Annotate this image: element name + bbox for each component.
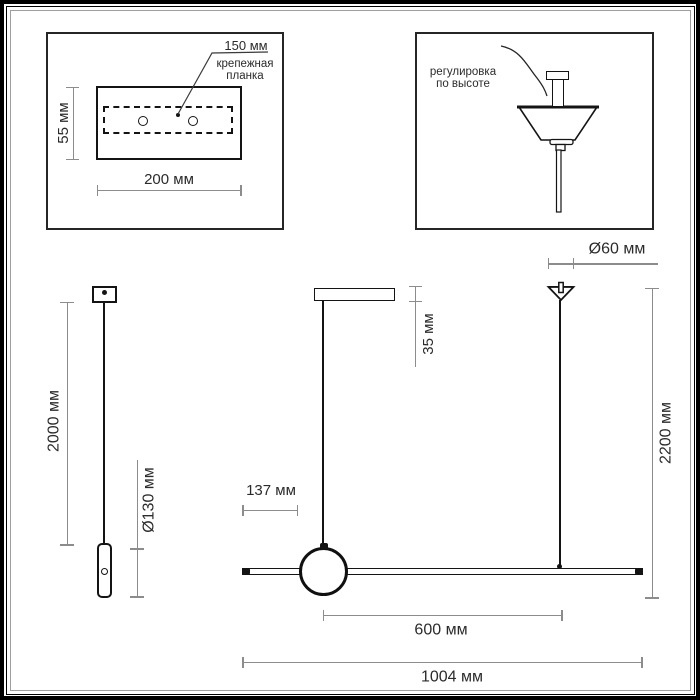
front-ceiling-plate xyxy=(314,288,395,301)
lamp-ring xyxy=(299,546,348,596)
dim-130-tick-top xyxy=(130,548,144,550)
dim-137-line xyxy=(242,509,297,511)
leader-curve-adjustment xyxy=(500,45,548,97)
dim-55-tick-bottom xyxy=(66,158,79,160)
screw-hole-right xyxy=(188,115,198,126)
dim-1004-tick-right xyxy=(641,656,643,668)
height-adjustment-note-line2: по высоте xyxy=(436,78,490,90)
dim-200-line xyxy=(97,189,241,191)
dim-130-line xyxy=(136,460,138,597)
dim-1004-label: 1004 мм xyxy=(420,668,484,686)
dim-2200-tick-bottom xyxy=(644,597,659,599)
dim-55-line xyxy=(72,87,74,159)
dim-60-tick-left xyxy=(547,258,550,269)
dim-35-tick-top xyxy=(408,285,422,287)
height-adjustment-note-line1: регулировка xyxy=(429,65,497,78)
dim-2000-line xyxy=(66,302,68,545)
mounting-plate-caption: крепежная планка xyxy=(217,58,274,82)
adjuster-stem xyxy=(551,78,564,107)
dim-2000-label: 2000 мм xyxy=(45,389,63,453)
dim-130-label: Ø130 мм xyxy=(140,467,158,533)
leader-anchor-dot xyxy=(175,112,180,117)
lamp-bar-endcap-right xyxy=(635,567,643,575)
canopy-detail-drawing xyxy=(517,105,599,213)
dim-60-label: Ø60 мм xyxy=(588,240,646,258)
dim-130-tick-bottom xyxy=(130,596,144,598)
dim-137-tick-right xyxy=(296,504,298,516)
mounting-plate-outline xyxy=(96,86,242,160)
dim-200-tick-left xyxy=(96,184,98,196)
dim-1004-line xyxy=(242,661,642,663)
dim-150-label: 150 мм xyxy=(224,38,268,54)
front-left-cable xyxy=(321,301,324,547)
dim-60-tick-right xyxy=(572,258,575,269)
dim-600-label: 600 мм xyxy=(414,621,468,639)
dim-200-label: 200 мм xyxy=(144,171,194,189)
dim-35-label: 35 мм xyxy=(420,313,438,355)
frame-middle xyxy=(5,5,695,695)
cable-bar-connector xyxy=(557,563,562,569)
dim-137-tick-left xyxy=(242,504,244,516)
screw-hole-left xyxy=(138,115,148,126)
side-fixture-knob xyxy=(100,568,108,575)
dim-600-line xyxy=(323,614,562,616)
leader-line-150 xyxy=(177,51,269,115)
dim-1004-tick-left xyxy=(242,656,244,668)
dim-137-label: 137 мм xyxy=(246,482,296,500)
dim-35-tick-bottom xyxy=(408,300,422,302)
dim-60-line xyxy=(548,263,658,265)
dim-35-line xyxy=(414,286,416,367)
side-ceiling-mount xyxy=(92,286,117,303)
dim-2000-tick-bottom xyxy=(59,544,74,546)
mounting-plate-dashed-slot xyxy=(103,106,233,134)
dim-200-tick-right xyxy=(240,184,242,196)
dim-600-tick-left xyxy=(322,609,324,621)
side-mount-hole xyxy=(101,289,107,295)
dim-2200-line xyxy=(651,288,653,598)
mounting-plate-caption-line2: планка xyxy=(226,70,264,82)
lamp-bar-endcap-left xyxy=(242,567,250,575)
front-canopy-drawing xyxy=(546,281,576,302)
height-adjustment-note: регулировка по высоте xyxy=(430,66,496,90)
dim-2000-tick-top xyxy=(59,301,74,303)
ring-cable-connector xyxy=(319,542,328,549)
front-right-cable xyxy=(558,300,561,566)
dim-2200-label: 2200 мм xyxy=(657,401,675,465)
dim-55-tick-top xyxy=(66,86,79,88)
dim-2200-tick-top xyxy=(644,287,659,289)
mounting-plate-caption-line1: крепежная xyxy=(216,57,274,70)
side-suspension-cable xyxy=(102,303,105,543)
dim-55-label: 55 мм xyxy=(55,102,73,144)
dim-600-tick-right xyxy=(561,609,563,621)
frame-inner xyxy=(9,9,691,691)
